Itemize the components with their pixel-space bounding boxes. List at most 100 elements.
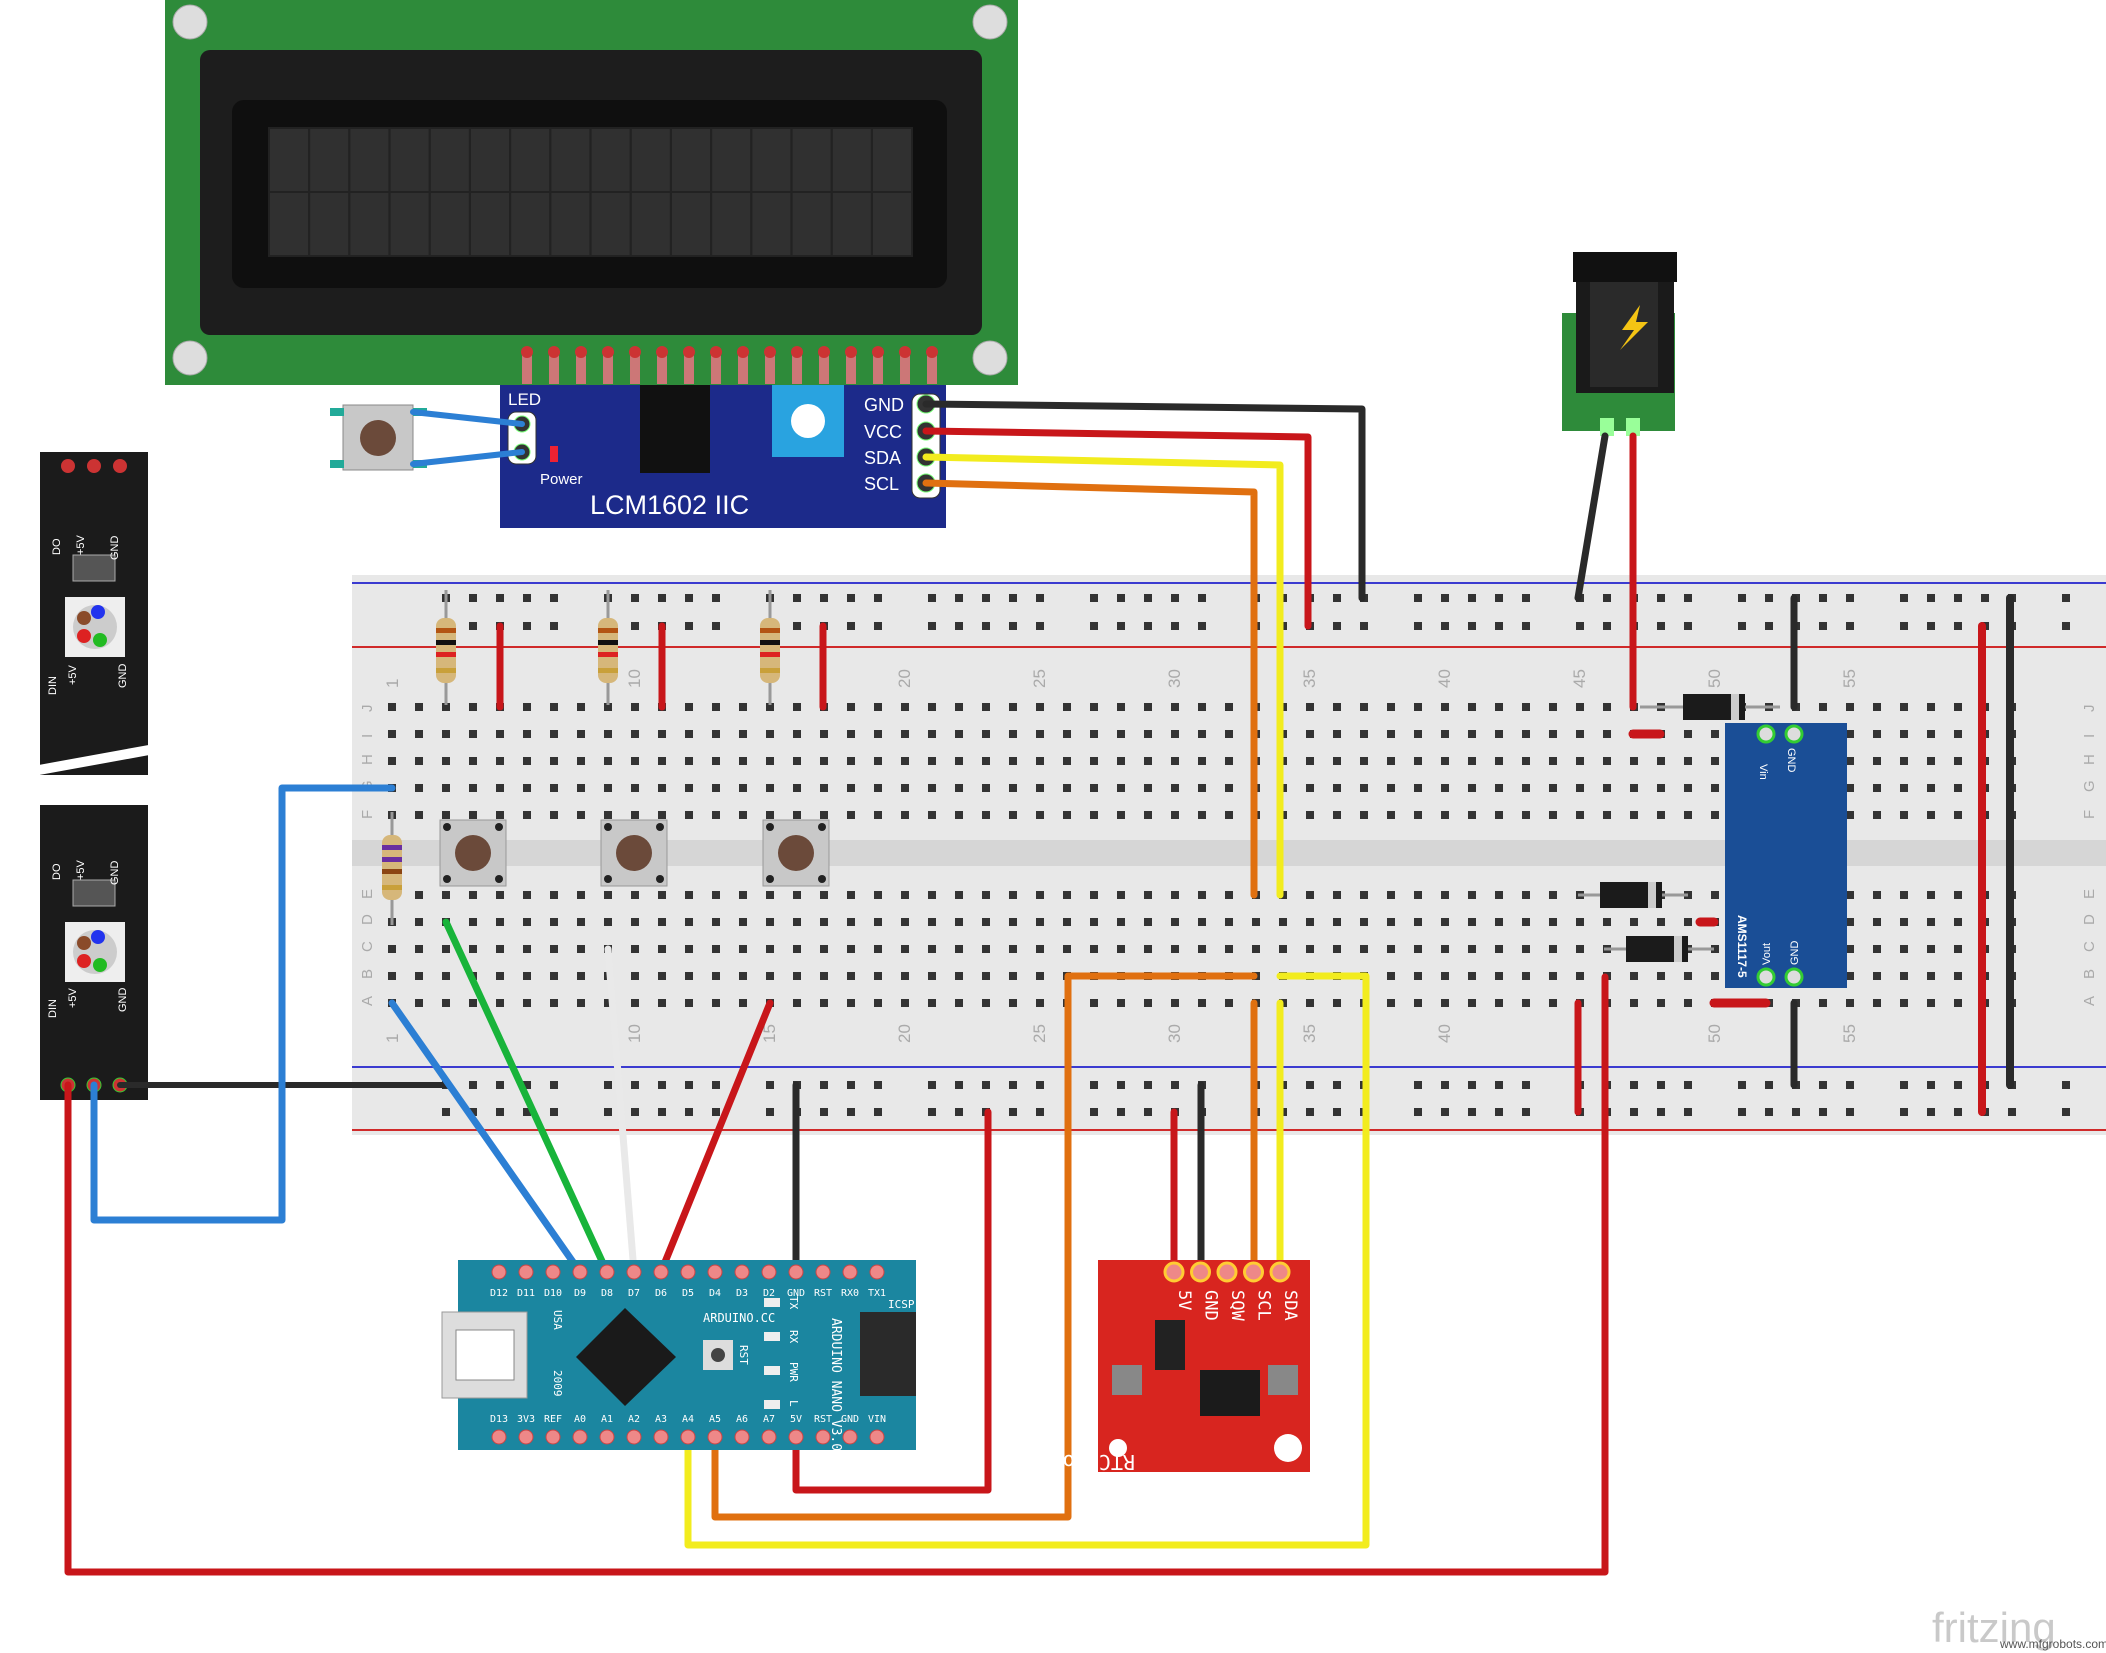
bb-hole[interactable] — [1117, 945, 1125, 953]
bb-hole[interactable] — [523, 999, 531, 1007]
rail-hole[interactable] — [955, 594, 963, 602]
nano-pin[interactable] — [599, 1429, 615, 1445]
bb-hole[interactable] — [1684, 757, 1692, 765]
bb-hole[interactable] — [928, 757, 936, 765]
bb-hole[interactable] — [1711, 811, 1719, 819]
wire-button3-d6[interactable] — [657, 999, 774, 1276]
bb-hole[interactable] — [847, 891, 855, 899]
rail-hole[interactable] — [1090, 1081, 1098, 1089]
bb-hole[interactable] — [1387, 757, 1395, 765]
bb-hole[interactable] — [1009, 757, 1017, 765]
bb-hole[interactable] — [1387, 784, 1395, 792]
rail-hole[interactable] — [550, 1108, 558, 1116]
bb-hole[interactable] — [1009, 891, 1017, 899]
rail-hole[interactable] — [1171, 594, 1179, 602]
bb-hole[interactable] — [874, 757, 882, 765]
rail-hole[interactable] — [1657, 622, 1665, 630]
rail-hole[interactable] — [685, 622, 693, 630]
bb-hole[interactable] — [1846, 945, 1854, 953]
bb-hole[interactable] — [1846, 918, 1854, 926]
rail-hole[interactable] — [712, 622, 720, 630]
rail-hole[interactable] — [1441, 594, 1449, 602]
bb-hole[interactable] — [1333, 730, 1341, 738]
bb-hole[interactable] — [1900, 757, 1908, 765]
bb-hole[interactable] — [1198, 918, 1206, 926]
bb-hole[interactable] — [982, 891, 990, 899]
bb-hole[interactable] — [1900, 999, 1908, 1007]
bb-hole[interactable] — [1468, 811, 1476, 819]
bb-hole[interactable] — [955, 918, 963, 926]
bb-hole[interactable] — [577, 891, 585, 899]
bb-hole[interactable] — [1603, 918, 1611, 926]
rail-hole[interactable] — [928, 594, 936, 602]
bb-hole[interactable] — [631, 784, 639, 792]
bb-hole[interactable] — [847, 730, 855, 738]
bb-hole[interactable] — [415, 972, 423, 980]
bb-hole[interactable] — [1549, 703, 1557, 711]
bb-hole[interactable] — [1306, 891, 1314, 899]
rail-hole[interactable] — [928, 1108, 936, 1116]
bb-hole[interactable] — [658, 757, 666, 765]
rail-hole[interactable] — [955, 622, 963, 630]
bb-hole[interactable] — [1954, 945, 1962, 953]
bb-hole[interactable] — [1846, 757, 1854, 765]
bb-hole[interactable] — [1333, 999, 1341, 1007]
bb-hole[interactable] — [1468, 918, 1476, 926]
bb-hole[interactable] — [1630, 972, 1638, 980]
bb-hole[interactable] — [1171, 918, 1179, 926]
bb-hole[interactable] — [1306, 999, 1314, 1007]
bb-hole[interactable] — [523, 703, 531, 711]
rail-hole[interactable] — [1117, 622, 1125, 630]
bb-hole[interactable] — [1360, 757, 1368, 765]
bb-hole[interactable] — [1036, 918, 1044, 926]
bb-hole[interactable] — [1927, 811, 1935, 819]
rtc-pin[interactable] — [1269, 1261, 1291, 1283]
bb-hole[interactable] — [604, 918, 612, 926]
rail-hole[interactable] — [793, 594, 801, 602]
bb-hole[interactable] — [1927, 784, 1935, 792]
rail-hole[interactable] — [1144, 1108, 1152, 1116]
bb-hole[interactable] — [388, 945, 396, 953]
wire-nano-5v[interactable] — [792, 1108, 992, 1494]
bb-hole[interactable] — [1873, 945, 1881, 953]
bb-hole[interactable] — [550, 757, 558, 765]
bb-hole[interactable] — [1657, 784, 1665, 792]
bb-hole[interactable] — [631, 891, 639, 899]
bb-hole[interactable] — [415, 703, 423, 711]
rail-hole[interactable] — [1846, 594, 1854, 602]
bb-hole[interactable] — [1360, 730, 1368, 738]
rail-hole[interactable] — [1900, 1108, 1908, 1116]
bb-hole[interactable] — [1630, 757, 1638, 765]
bb-hole[interactable] — [1576, 918, 1584, 926]
nano-pin[interactable] — [734, 1429, 750, 1445]
bb-hole[interactable] — [1144, 999, 1152, 1007]
bb-hole[interactable] — [1441, 757, 1449, 765]
bb-hole[interactable] — [1522, 784, 1530, 792]
rail-hole[interactable] — [1927, 622, 1935, 630]
bb-hole[interactable] — [1927, 757, 1935, 765]
bb-hole[interactable] — [1711, 972, 1719, 980]
bb-hole[interactable] — [415, 891, 423, 899]
rail-hole[interactable] — [1522, 622, 1530, 630]
bb-hole[interactable] — [1441, 945, 1449, 953]
rail-hole[interactable] — [604, 1108, 612, 1116]
bb-hole[interactable] — [631, 999, 639, 1007]
bb-hole[interactable] — [577, 703, 585, 711]
bb-hole[interactable] — [874, 811, 882, 819]
bb-hole[interactable] — [496, 891, 504, 899]
rail-hole[interactable] — [1900, 594, 1908, 602]
bb-hole[interactable] — [901, 784, 909, 792]
bb-hole[interactable] — [1495, 703, 1503, 711]
bb-hole[interactable] — [1468, 891, 1476, 899]
rail-hole[interactable] — [1981, 594, 1989, 602]
rail-hole[interactable] — [1603, 594, 1611, 602]
bb-hole[interactable] — [1171, 999, 1179, 1007]
bb-hole[interactable] — [1468, 730, 1476, 738]
bb-hole[interactable] — [820, 757, 828, 765]
bb-hole[interactable] — [1090, 891, 1098, 899]
nano-pin[interactable] — [788, 1429, 804, 1445]
bb-hole[interactable] — [793, 757, 801, 765]
bb-hole[interactable] — [1333, 757, 1341, 765]
rail-hole[interactable] — [1117, 1108, 1125, 1116]
rail-hole[interactable] — [1954, 1081, 1962, 1089]
